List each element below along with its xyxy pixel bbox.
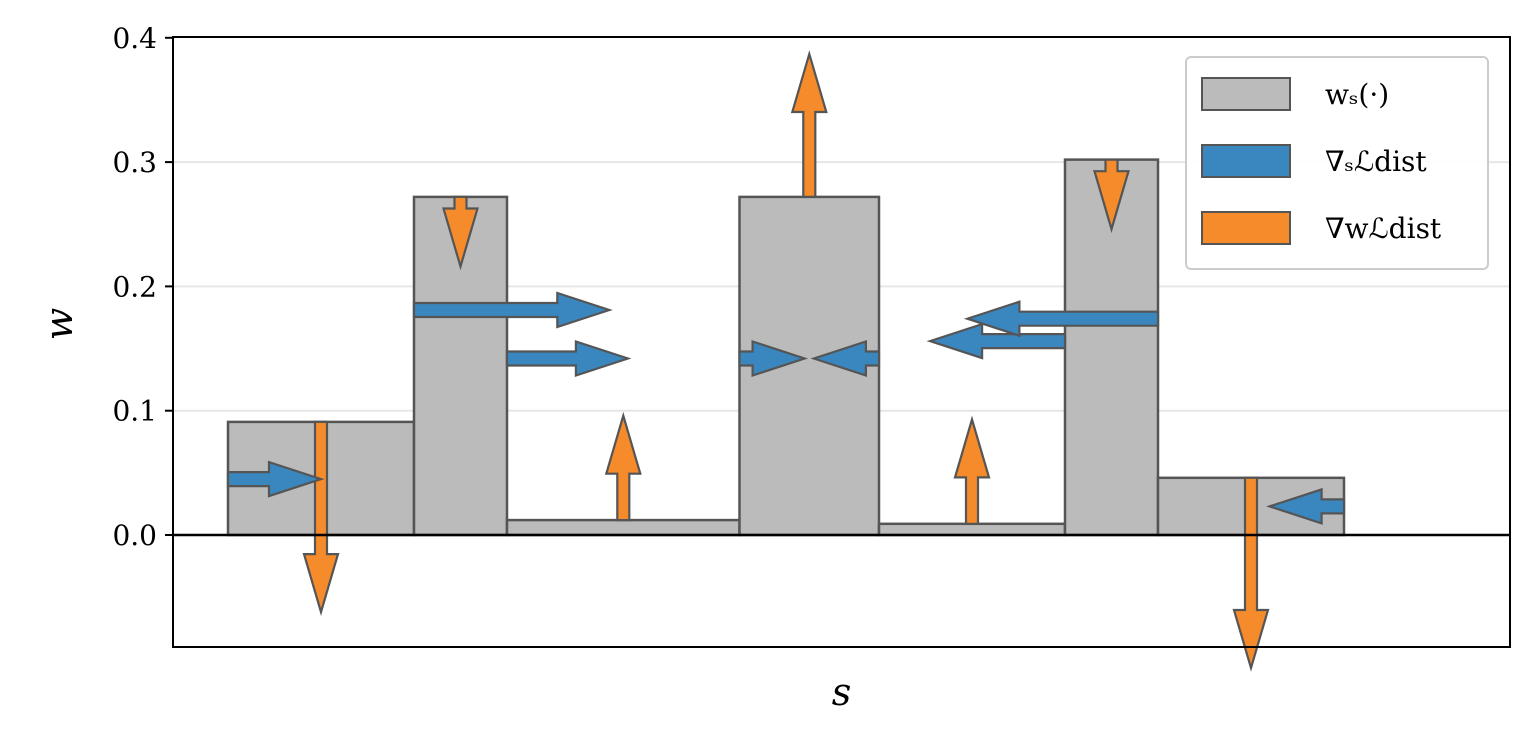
y-tick-label: 0.1 [112,395,157,428]
plot-frame [172,36,1511,648]
legend: wₛ(·) ∇ₛℒdist ∇wℒdist [1185,56,1489,270]
y-axis-ticks: 0.0 0.1 0.2 0.3 0.4 [112,22,173,552]
gradient-arrows [226,50,1346,672]
bar [505,518,741,537]
bar [877,522,1067,537]
legend-swatch [1201,211,1291,245]
y-tick-label: 0.4 [112,22,157,55]
grad-s-arrow [810,339,881,378]
y-axis-label: w [37,308,81,341]
y-tick-label: 0.2 [112,270,157,303]
bars [226,158,1346,537]
grad-s-arrow [226,460,325,498]
grad-w-arrow [1232,476,1270,672]
legend-swatch [1201,144,1291,178]
legend-label: wₛ(·) [1325,78,1389,111]
grad-s-arrow [963,300,1160,338]
legend-label: ∇ₛℒdist [1325,145,1427,178]
legend-swatch [1201,77,1291,111]
grad-s-arrow [738,339,809,378]
grad-w-arrow [790,50,828,198]
grad-s-arrow [505,339,632,378]
grad-w-arrow [442,195,479,271]
grad-s-arrow [412,291,613,329]
y-tick-label: 0.3 [112,146,157,179]
x-axis-label: s [832,670,852,714]
grad-w-arrow [302,420,340,617]
grad-s-arrow [926,322,1067,360]
grad-s-arrow [1266,487,1346,525]
grad-w-arrow [1093,158,1130,234]
legend-label: ∇wℒdist [1325,212,1442,245]
grad-w-arrow [604,411,642,522]
grad-w-arrow [953,415,991,525]
y-tick-label: 0.0 [112,519,157,552]
